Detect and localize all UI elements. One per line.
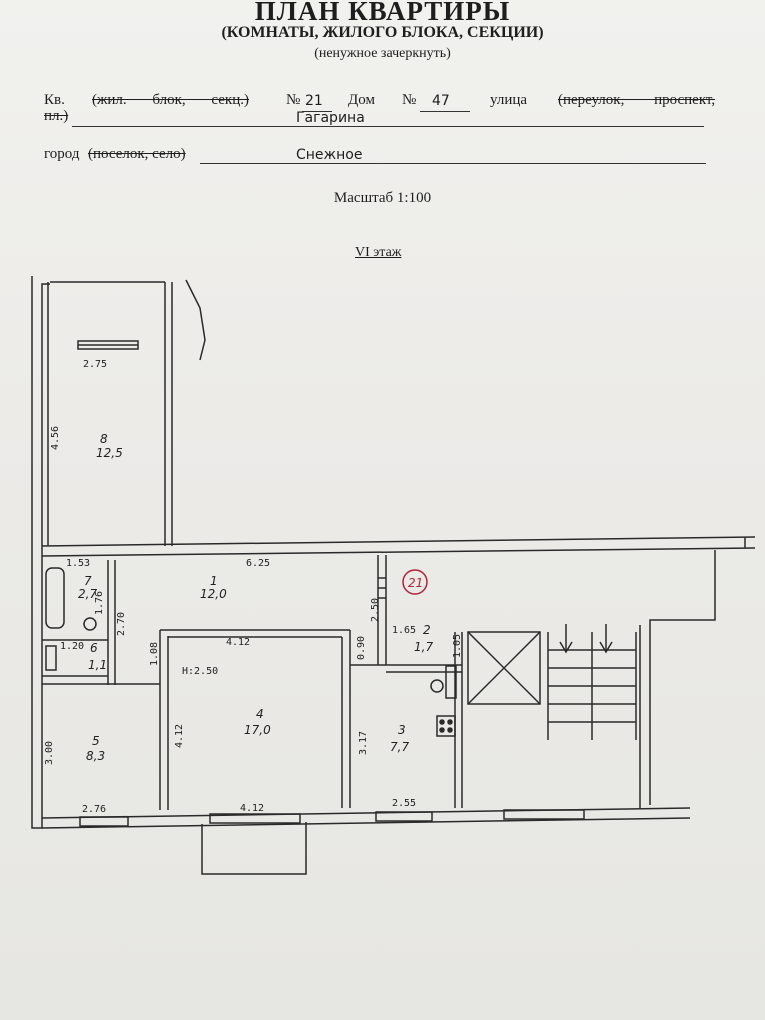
room-5-area: 8,3: [86, 749, 105, 763]
house-no-label: №: [402, 92, 417, 108]
house-label: Дом: [348, 92, 375, 108]
radiator: [445, 665, 457, 699]
scale-label: Масштаб 1:100: [333, 190, 432, 206]
dim-room3-length: 3.17: [358, 731, 369, 755]
room4-window: [209, 813, 301, 824]
staircase: [547, 624, 637, 740]
house-number-underline: [420, 111, 470, 112]
city-name: Снежное: [296, 147, 363, 163]
dim-hall-length: 6.25: [246, 558, 270, 569]
bathtub: [45, 567, 65, 629]
room-2-area: 1,7: [414, 640, 433, 654]
room3-window: [375, 811, 433, 822]
room-8-id: 8: [100, 432, 108, 446]
apartment-mark-circle: [402, 569, 428, 595]
dim-room4-bottom: 4.12: [240, 803, 264, 814]
dim-room5-width: 2.76: [82, 804, 106, 815]
document-title: ПЛАН КВАРТИРЫ: [254, 0, 511, 26]
apartment-mark: 21: [408, 576, 423, 590]
dim-room5-length: 3.00: [44, 741, 55, 765]
toilet: [83, 617, 97, 631]
dim-room8-length: 4.56: [50, 426, 61, 450]
room5-window: [79, 816, 129, 827]
dim-corridor-width: 0.90: [356, 636, 367, 660]
document-subtitle: (КОМНАТЫ, ЖИЛОГО БЛОКА, СЕКЦИИ): [221, 24, 544, 41]
floor-label: VI этаж: [355, 245, 402, 260]
dim-room4-top: 4.12: [226, 637, 250, 648]
city-label: город: [44, 146, 80, 162]
street-label: улица: [490, 92, 528, 108]
dim-corridor-length: 2.50: [370, 598, 381, 622]
room-3-area: 7,7: [390, 740, 409, 754]
room-1-id: 1: [210, 574, 218, 588]
plan-walls: [31, 276, 756, 875]
sink: [45, 645, 57, 671]
dim-bath-length: 1.76: [94, 591, 105, 615]
city-struck-options: (поселок, село): [88, 146, 186, 162]
room-2-id: 2: [423, 623, 431, 637]
street-underline: [72, 126, 704, 127]
room-labels: 8 12,5 7 2,7 6 1,1 1 12,0 2 1,7 4 17,0 3…: [78, 432, 433, 763]
room-4-area: 17,0: [244, 723, 271, 737]
kv-label: Кв.: [44, 92, 65, 108]
apartment-number: 21: [305, 93, 323, 109]
apartment-number-underline: [302, 111, 332, 112]
room-3-id: 3: [398, 723, 406, 737]
room-5-id: 5: [92, 734, 100, 748]
street-struck-options-2: пл.): [44, 108, 69, 124]
balcony: [201, 822, 307, 875]
room-7-id: 7: [84, 574, 92, 588]
strike-note: (ненужное зачеркнуть): [314, 46, 451, 61]
room-8-area: 12,5: [96, 446, 123, 460]
room-7-area: 2,7: [78, 587, 97, 601]
room-6-id: 6: [90, 641, 98, 655]
ceiling-height: H:2.50: [182, 666, 218, 677]
street-struck-options: (переулок, проспект,: [558, 92, 716, 108]
dim-room2-width: 1.65: [392, 625, 416, 636]
city-underline: [200, 163, 706, 164]
house-number: 47: [432, 93, 450, 109]
dim-room3-width: 2.55: [392, 798, 416, 809]
apartment-no-label: №: [286, 92, 301, 108]
dim-hall-width: 1.08: [149, 642, 160, 666]
gas-meter: [430, 679, 444, 693]
elevator-shaft: [467, 631, 541, 705]
dim-room8-width: 2.75: [83, 359, 107, 370]
dim-room2-depth: 1.05: [452, 634, 463, 658]
dim-hall-depth: 2.70: [116, 612, 127, 636]
street-name: Гагарина: [296, 110, 365, 126]
dim-bath-width: 1.53: [66, 558, 90, 569]
room-4-id: 4: [256, 707, 264, 721]
dim-room4-side: 4.12: [174, 724, 185, 748]
dim-wc-width: 1.20: [60, 641, 84, 652]
kv-struck-options: (жил. блок, секц.): [92, 92, 249, 108]
stove: [436, 715, 456, 737]
dimension-labels: 2.75 4.56 1.53 6.25 1.76 2.70 1.20 1.08 …: [44, 359, 463, 815]
stair-window: [503, 809, 585, 820]
room-1-area: 12,0: [200, 587, 227, 601]
room-6-area: 1,1: [88, 658, 107, 672]
